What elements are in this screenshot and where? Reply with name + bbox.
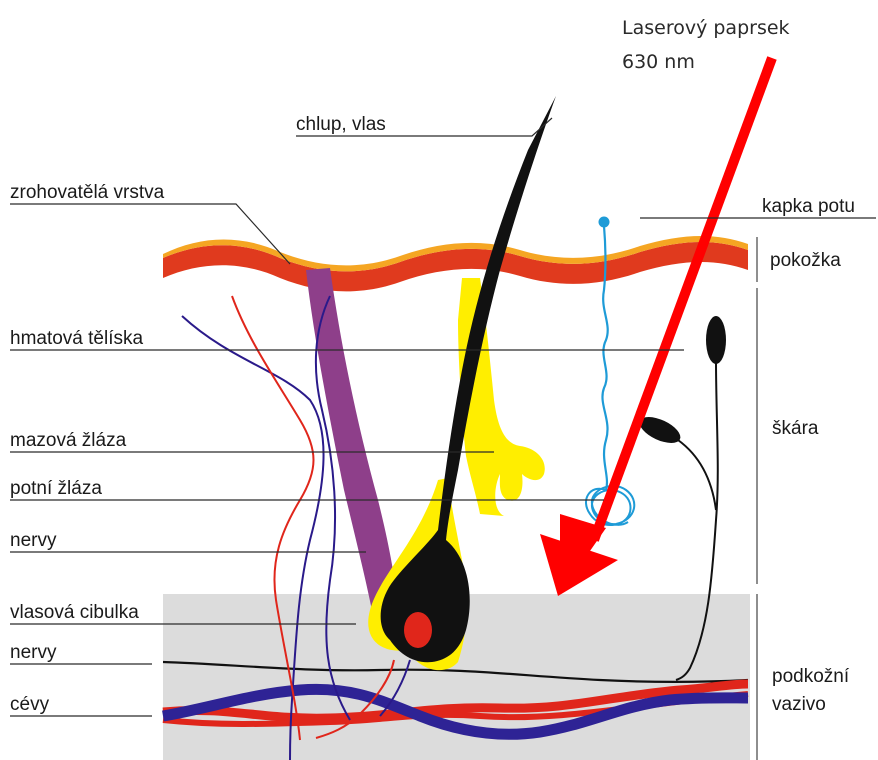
arrector-muscle: [306, 268, 398, 620]
laser-label-line2: 630 nm: [622, 51, 695, 73]
tactile-nerve-2: [678, 440, 716, 510]
label-subcutis-line1: podkožní: [772, 666, 850, 687]
laser-arrow: [540, 58, 772, 596]
label-epidermis: pokožka: [770, 250, 841, 271]
label-subcutis-line2: vazivo: [772, 694, 826, 715]
laser-label-line1: Laserový paprsek: [622, 17, 790, 39]
label-sweat-drop: kapka potu: [762, 196, 855, 217]
label-sebaceous-gland: mazová žláza: [10, 430, 127, 451]
label-vessels: cévy: [10, 694, 50, 715]
label-hair-bulb: vlasová cibulka: [10, 602, 139, 623]
label-sweat-gland: potní žláza: [10, 478, 102, 499]
label-dermis: škára: [772, 418, 819, 439]
label-nerves-subcutis: nervy: [10, 642, 57, 663]
tactile-corpuscle-1: [706, 316, 726, 364]
label-nerves-dermis: nervy: [10, 530, 57, 551]
sweat-drop: [599, 217, 610, 228]
label-stratum-corneum: zrohovatělá vrstva: [10, 182, 165, 203]
hair-papilla: [404, 612, 432, 648]
label-tactile-corpuscles: hmatová tělíska: [10, 328, 143, 349]
label-hair: chlup, vlas: [296, 114, 386, 135]
hair-shaft: [381, 96, 556, 662]
